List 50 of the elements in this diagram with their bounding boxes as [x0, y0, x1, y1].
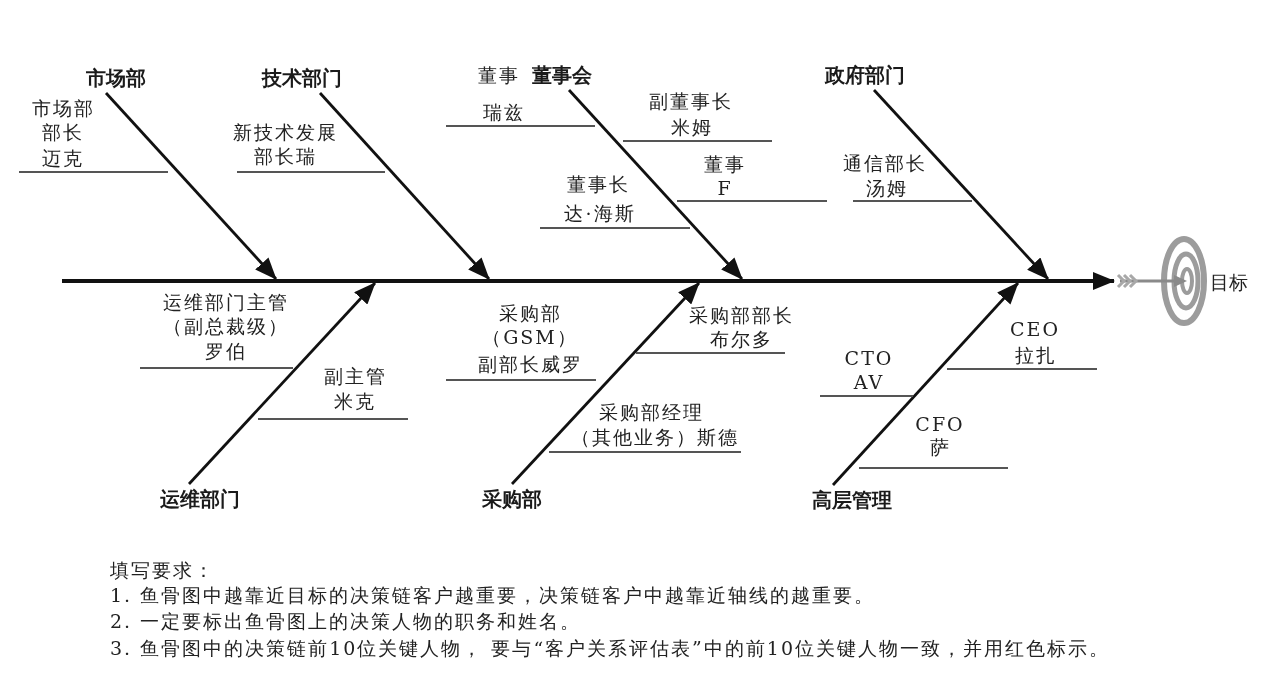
- bone-arrow: [510, 282, 701, 485]
- job-title-text: 副董事长: [649, 89, 733, 113]
- person-name-text: 拉扎: [1015, 343, 1057, 367]
- job-title-text: 通信部长: [843, 151, 927, 175]
- bone-arrow: [104, 92, 278, 280]
- category-label: 运维部门: [160, 486, 240, 512]
- note-heading: 填写要求：: [110, 558, 215, 583]
- person-name-text: 瑞兹: [483, 100, 525, 124]
- person-name-text: 罗伯: [205, 339, 247, 363]
- category-label: 市场部: [86, 65, 146, 91]
- person-name-text: 达·海斯: [564, 201, 636, 225]
- person-name-text: AV: [853, 370, 885, 394]
- job-title-text: 副主管: [323, 364, 387, 388]
- category-label: 高层管理: [812, 487, 892, 513]
- job-title-text: CEO: [1010, 317, 1060, 341]
- title-name-text: 新技术发展部长瑞: [231, 120, 339, 168]
- job-title-text: 董事: [704, 152, 746, 176]
- bone-arrow: [567, 89, 744, 280]
- bone-arrow: [318, 92, 491, 280]
- category-label: 政府部门: [825, 62, 905, 88]
- person-name-text: 米克: [334, 389, 376, 413]
- person-name-text: 萨: [929, 435, 951, 459]
- job-title-text: 采购部经理: [598, 400, 704, 424]
- job-title-text: 市场部部长: [30, 96, 96, 144]
- category-label: 董事会: [532, 62, 592, 88]
- person-name-text: （其他业务）斯德: [571, 425, 739, 449]
- note-text: 3. 鱼骨图中的决策链前10位关键人物， 要与“客户关系评估表”中的前10位关键人物一致，并用红色标示。: [110, 636, 1110, 661]
- job-title-text: CTO: [844, 346, 894, 370]
- person-name-text: 副部长威罗: [477, 352, 583, 376]
- job-title-text: 采购部部长: [688, 303, 794, 327]
- bone-arrow: [831, 282, 1020, 486]
- person-name-text: 迈克: [42, 146, 84, 170]
- bone-arrow: [187, 282, 377, 485]
- person-name-text: 布尔多: [709, 327, 773, 351]
- job-title-text: 董事长: [566, 172, 630, 196]
- job-title-text: 董事: [478, 63, 520, 87]
- person-name-text: 米姆: [671, 115, 713, 139]
- spine-arrow: [1070, 272, 1115, 290]
- note-text: 1. 鱼骨图中越靠近目标的决策链客户越重要，决策链客户中越靠近轴线的越重要。: [110, 583, 876, 608]
- job-title-text: CFO: [915, 412, 965, 436]
- category-label: 技术部门: [262, 65, 342, 91]
- job-title-text: 运维部门主管（副总裁级）: [162, 290, 290, 338]
- goal-label: 目标: [1210, 270, 1248, 295]
- note-text: 2. 一定要标出鱼骨图上的决策人物的职务和姓名。: [110, 609, 582, 634]
- person-name-text: F: [717, 176, 733, 200]
- person-name-text: 汤姆: [866, 176, 908, 200]
- bullseye-arrow-icon: [1114, 234, 1208, 328]
- job-title-text: 采购部（GSM）: [481, 301, 579, 349]
- category-label: 采购部: [482, 486, 542, 512]
- bone-arrow: [872, 89, 1050, 280]
